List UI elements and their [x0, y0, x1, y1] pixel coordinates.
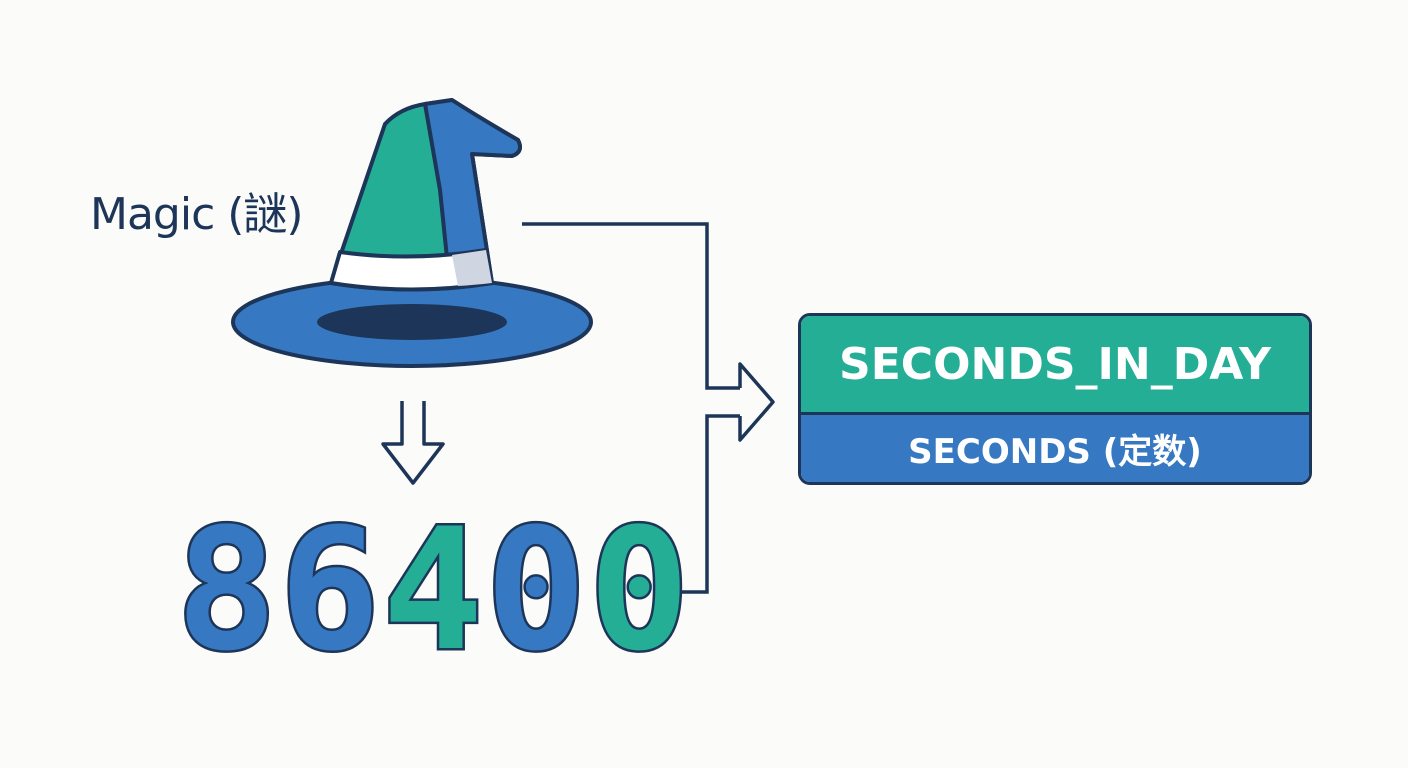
number-digit: 8: [173, 492, 280, 688]
connector-from-magic: [522, 222, 740, 390]
constant-box: SECONDS_IN_DAY SECONDS (定数): [798, 313, 1312, 485]
number-digit: 6: [277, 492, 383, 688]
right-arrow-icon: [738, 362, 775, 442]
wizard-hat-icon: [231, 98, 593, 368]
hat-opening: [317, 304, 507, 340]
constant-name: SECONDS_IN_DAY: [801, 316, 1309, 415]
magic-label: Magic (謎): [90, 189, 304, 240]
number-digit: 4: [380, 492, 486, 688]
magic-number: 8 6 4 0 0: [173, 492, 692, 688]
number-digit: 0: [586, 492, 692, 688]
constant-subtitle: SECONDS (定数): [801, 415, 1309, 482]
down-arrow-icon: [381, 401, 445, 485]
hat-band-shade: [452, 250, 492, 286]
number-digit: 0: [483, 492, 589, 688]
connector-from-number: [665, 414, 740, 594]
